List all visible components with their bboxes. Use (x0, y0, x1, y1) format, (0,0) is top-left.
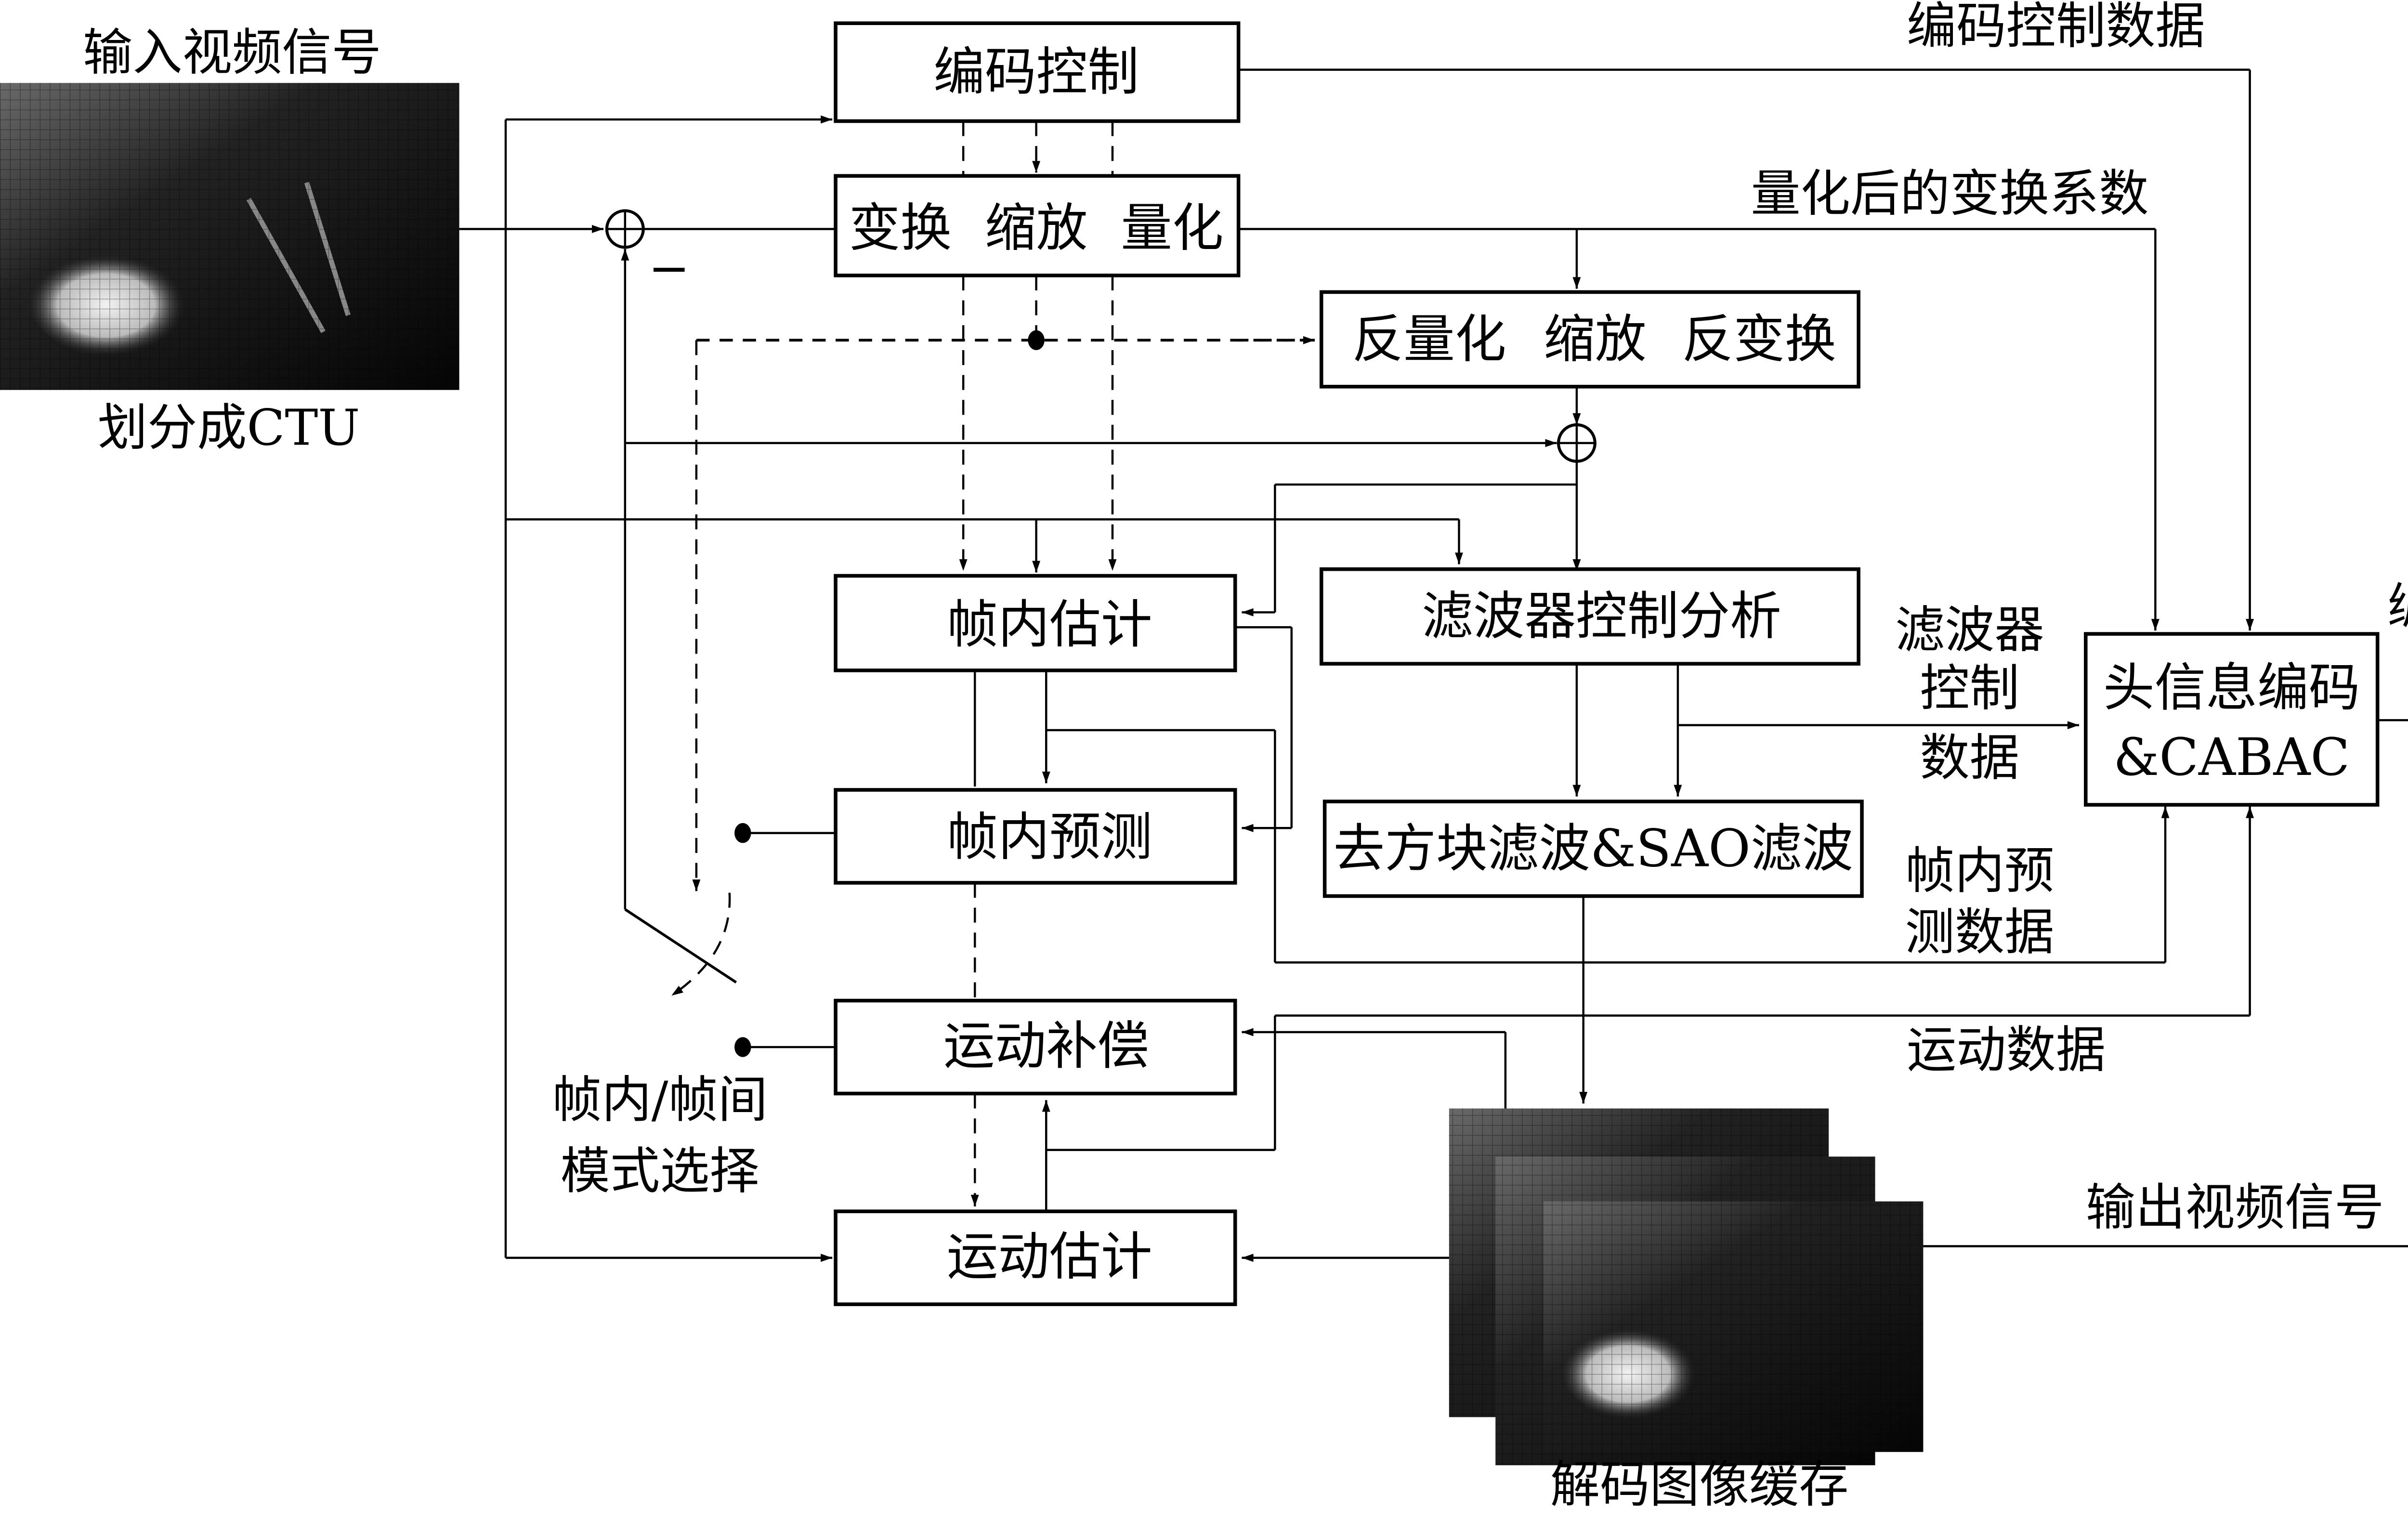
intra-estimation-label: 帧内估计 (947, 595, 1152, 655)
coding-control-label: 编码控制 (933, 42, 1139, 102)
transform-label: 变换 (849, 198, 952, 258)
transform-quant-block (834, 174, 1241, 277)
coding-control-data-label: 编码控制数据 (1907, 0, 2205, 55)
motion-estimation-block (834, 1209, 1237, 1306)
inverse-scale-label: 缩放 (1544, 310, 1646, 369)
intra-switch-contact (734, 823, 751, 843)
junction-dot (1028, 330, 1045, 350)
buffer-frame-3 (1544, 1201, 1924, 1452)
filter-control-label: 滤波器控制分析 (1422, 587, 1781, 646)
scale-label: 缩放 (985, 198, 1087, 258)
intra-prediction-block (834, 788, 1237, 885)
inverse-quant-transform-block (1319, 290, 1860, 389)
decoded-buffer-label: 解码图像缓存 (1550, 1456, 1849, 1514)
header-cabac-block (2084, 632, 2380, 807)
decoded-picture-buffer (1449, 1108, 1924, 1466)
input-video-label: 输入视频信号 (83, 24, 381, 82)
filter-control-block (1319, 567, 1860, 666)
deblock-sao-block (1322, 799, 1864, 898)
inter-switch-contact (734, 1037, 751, 1057)
inverse-transform-label: 反变换 (1682, 310, 1836, 369)
filter-data-label-2: 控制 (1920, 659, 2020, 717)
mode-select-label-1: 帧内/帧间 (552, 1071, 768, 1129)
intra-prediction-label: 帧内预测 (947, 807, 1152, 867)
deblock-sao-label: 去方块滤波&SAO滤波 (1334, 819, 1854, 878)
output-video-label: 输出视频信号 (2086, 1179, 2384, 1237)
mode-switch-blade[interactable] (624, 908, 737, 983)
filter-data-label-3: 数据 (1920, 729, 2020, 787)
intra-estimation-block (834, 574, 1237, 672)
header-cabac-label-2: &CABAC (2113, 728, 2350, 787)
motion-estimation-label: 运动估计 (947, 1227, 1152, 1287)
filter-data-label-1: 滤波器 (1895, 602, 2044, 659)
mode-select-label-2: 模式选择 (561, 1142, 759, 1200)
intra-pred-data-label-1: 帧内预 (1905, 842, 2055, 900)
header-cabac-label-1: 头信息编码 (2103, 658, 2360, 718)
inverse-quant-label: 反量化 (1352, 310, 1506, 369)
motion-compensation-label: 运动补偿 (943, 1016, 1149, 1076)
bitstream-label-1: 编码后的 (2387, 578, 2408, 636)
intra-pred-data-label-2: 测数据 (1905, 904, 2055, 961)
input-video-frame (0, 83, 459, 390)
quant-coeff-label: 量化后的变换系数 (1751, 165, 2148, 223)
switch-arc (671, 892, 731, 997)
motion-data-label: 运动数据 (1907, 1021, 2106, 1079)
minus-sign: − (648, 240, 690, 298)
quant-label: 量化 (1121, 198, 1223, 258)
ctu-caption: 划分成CTU (98, 399, 360, 457)
